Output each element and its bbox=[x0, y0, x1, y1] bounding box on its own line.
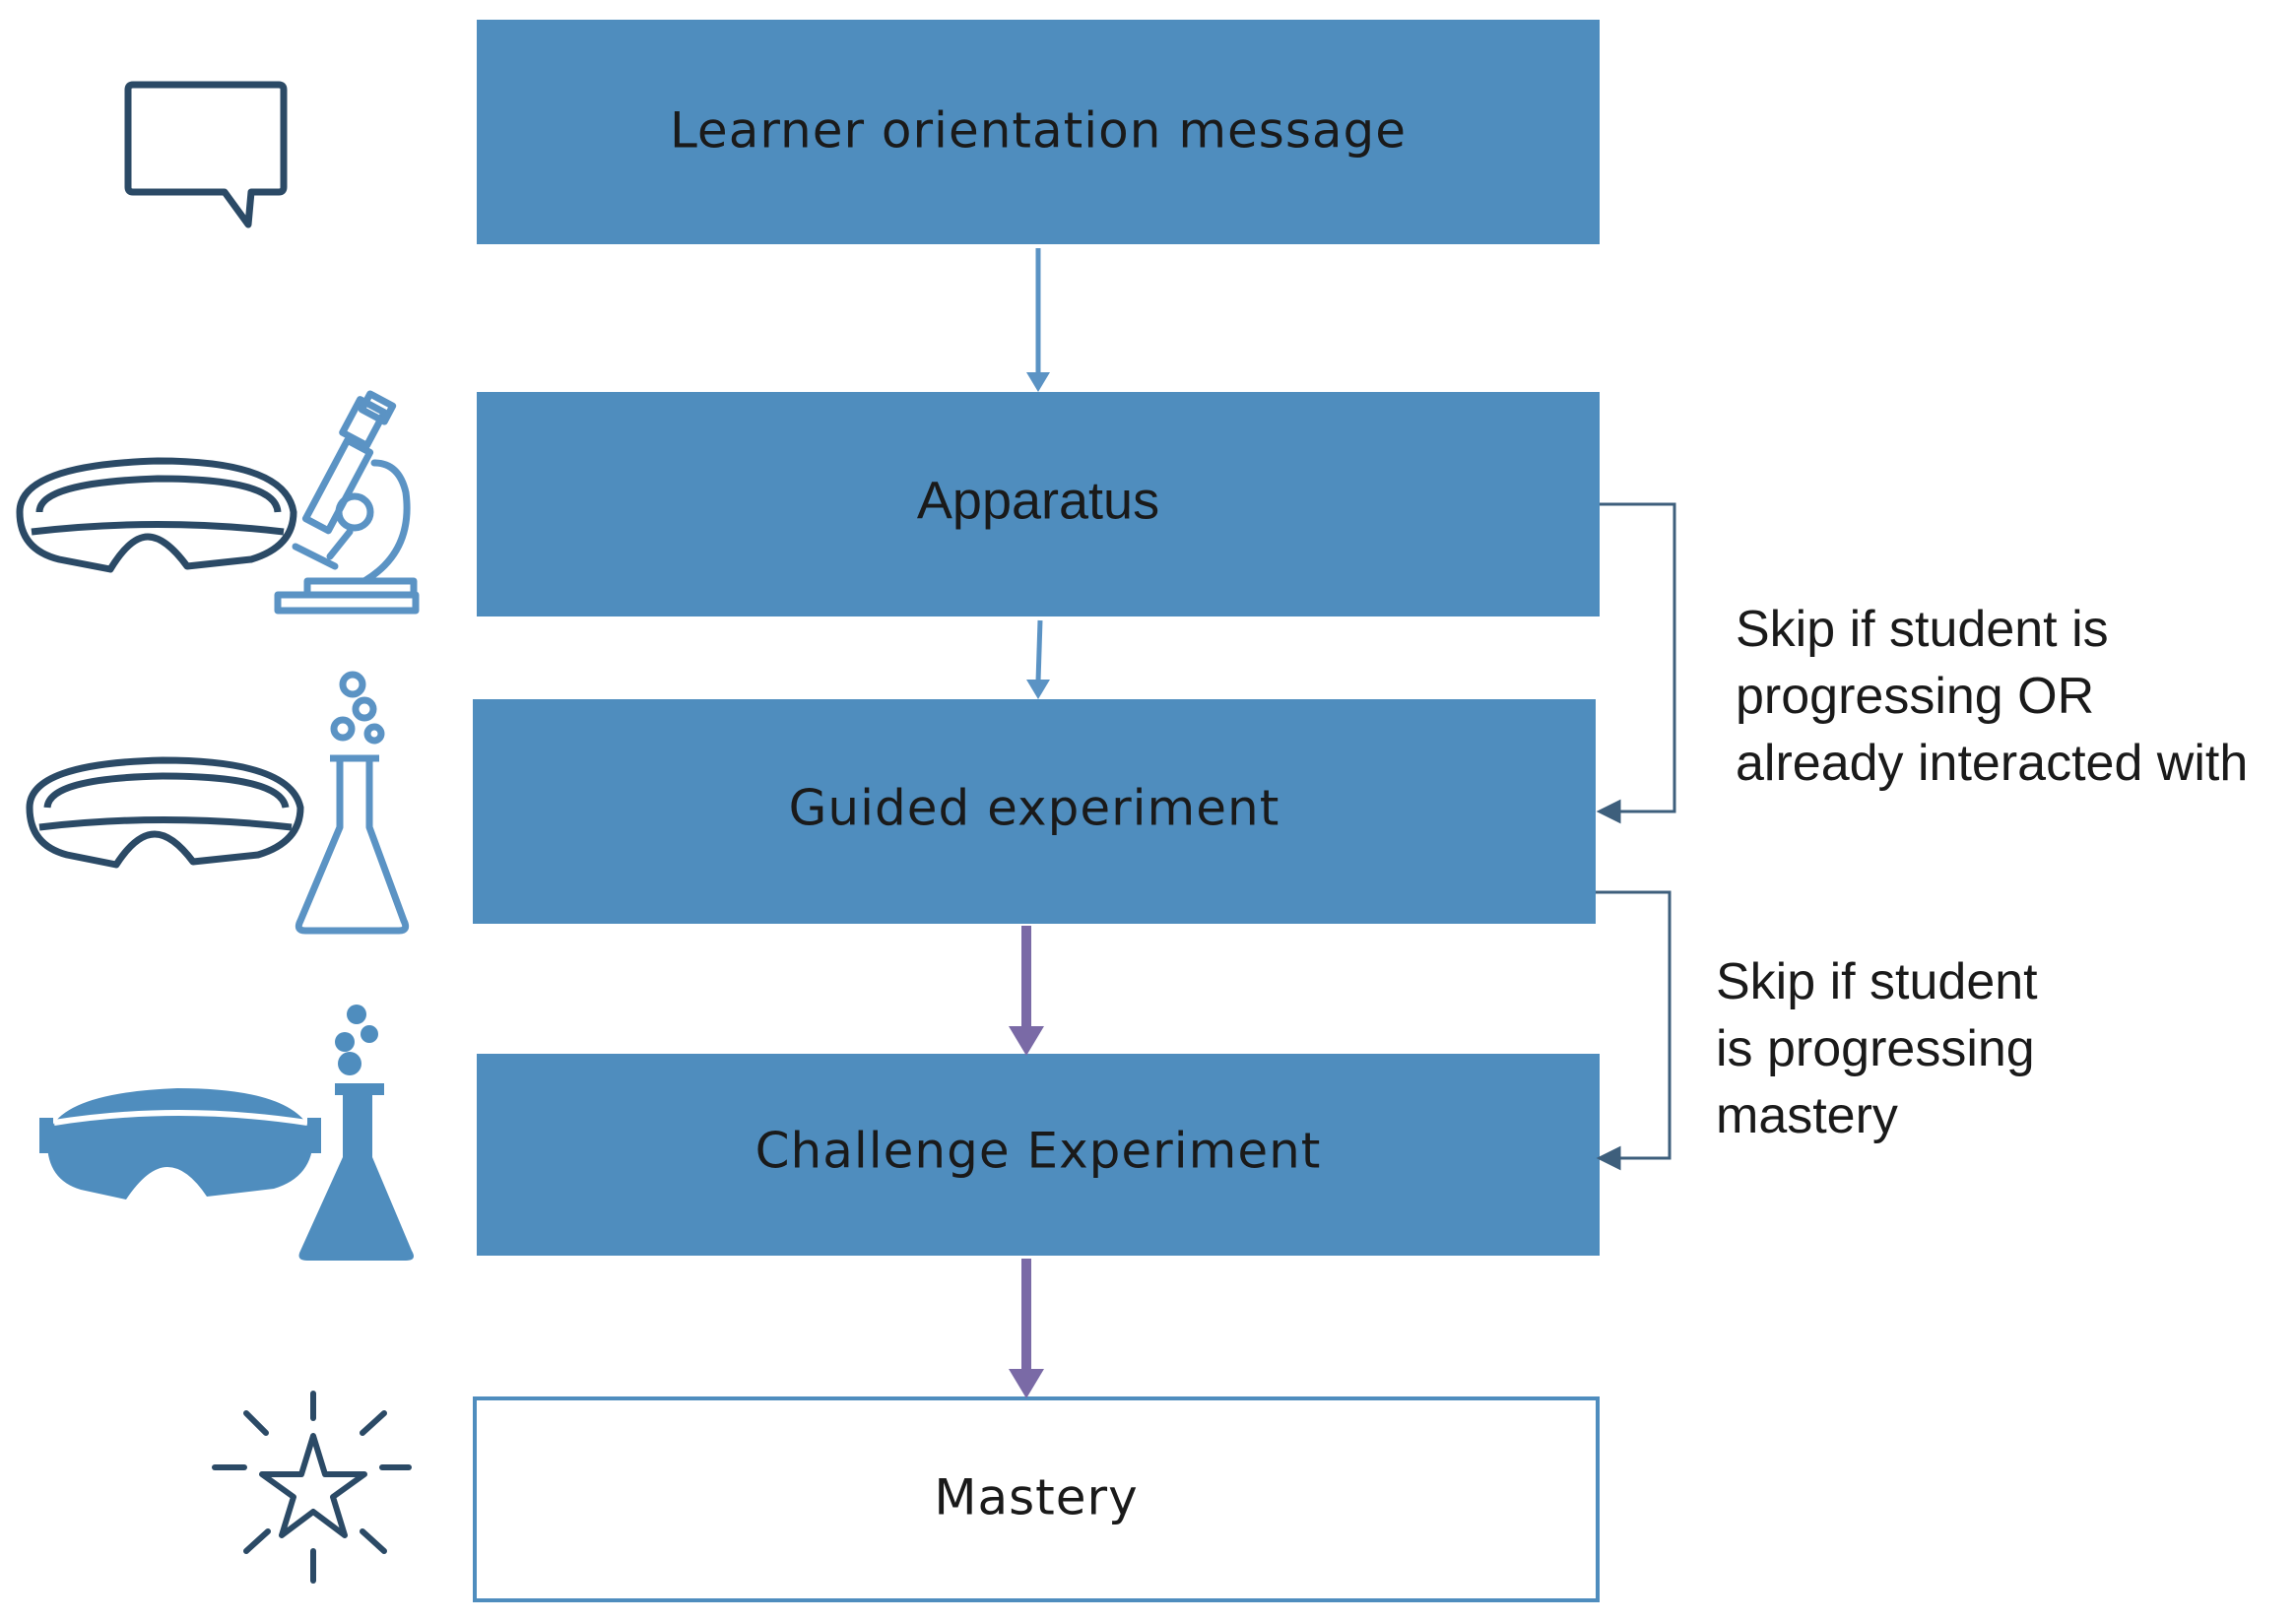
step-box-orientation bbox=[477, 20, 1600, 244]
microscope-icon bbox=[274, 390, 420, 615]
step-label-challenge: Challenge Experiment bbox=[755, 1123, 1322, 1180]
star-burst-icon bbox=[212, 1391, 412, 1584]
goggles-icon bbox=[16, 457, 297, 573]
skip-note-2-line: mastery bbox=[1716, 1087, 1898, 1144]
arrow-guided-to-challenge bbox=[1009, 926, 1044, 1056]
skip-note-1-line: progressing OR bbox=[1736, 668, 2094, 725]
goggles-icon bbox=[26, 756, 304, 869]
step-box-guided bbox=[473, 699, 1596, 924]
skip-note-1-line: already interacted with bbox=[1736, 735, 2248, 792]
step-label-mastery: Mastery bbox=[934, 1469, 1138, 1526]
flask-filled-icon bbox=[298, 1005, 414, 1261]
arrow-apparatus-to-guided bbox=[1026, 619, 1050, 699]
skip-note-2-line: is progressing bbox=[1716, 1020, 2035, 1077]
skip-note-1: Skip if student is progressing OR alread… bbox=[1736, 601, 2248, 792]
step-box-apparatus bbox=[477, 392, 1600, 616]
step-label-orientation: Learner orientation message bbox=[670, 102, 1407, 160]
arrow-orientation-to-apparatus bbox=[1026, 248, 1050, 392]
goggles-filled-icon bbox=[39, 1088, 321, 1200]
flask-outline-icon bbox=[295, 671, 410, 935]
step-label-guided: Guided experiment bbox=[789, 780, 1280, 837]
step-box-mastery bbox=[473, 1396, 1600, 1602]
step-label-apparatus: Apparatus bbox=[917, 471, 1159, 530]
step-box-challenge bbox=[477, 1054, 1600, 1256]
speech-bubble-icon bbox=[124, 81, 288, 228]
skip-bracket-guided bbox=[1596, 890, 1672, 1171]
skip-note-2-line: Skip if student bbox=[1716, 953, 2038, 1010]
skip-note-1-line: Skip if student is bbox=[1736, 601, 2109, 658]
arrow-challenge-to-mastery bbox=[1009, 1259, 1044, 1398]
skip-bracket-apparatus bbox=[1596, 502, 1676, 824]
skip-note-2: Skip if student is progressing mastery bbox=[1716, 953, 2052, 1144]
